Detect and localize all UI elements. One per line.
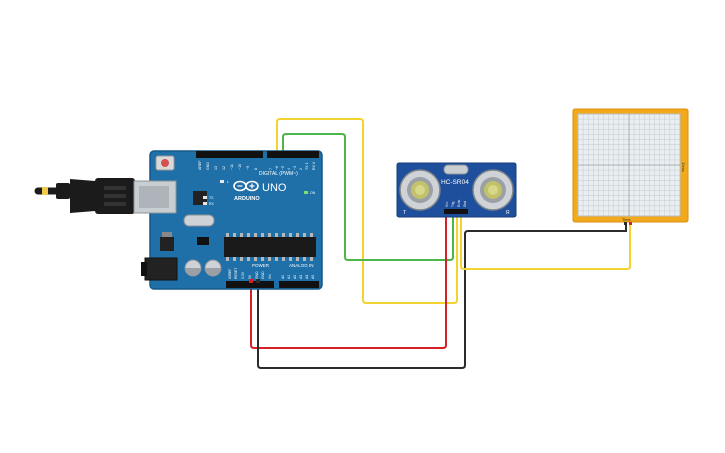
pin-label: 8 [254,168,258,170]
pin-label: ~10 [238,164,242,170]
pin-label: A3 [299,275,303,279]
crystal-oscillator [183,214,215,227]
wire-red-5v[interactable] [250,214,447,349]
led-label: ON [310,191,316,195]
oscilloscope-bottom-label: Time [622,217,632,222]
pin-label: 13 [214,166,218,170]
pin-label: 2 [299,168,303,170]
pin-label: 4 [287,168,291,170]
arduino-uno-board[interactable]: AREF GND 13 12 ~11 ~10 ~9 8 7 ~6 ~5 4 ~3… [133,150,323,290]
pin-label: ~3 [293,166,297,170]
pin-label: IOREF [228,269,232,279]
oscilloscope[interactable]: 10ms Time [572,108,689,225]
arduino-logo [233,180,259,192]
pin-label: 3.3V [241,271,245,279]
oscilloscope-terminal-positive[interactable] [629,222,632,225]
led-rx [203,202,207,205]
pin-label: A0 [281,275,285,279]
led-l [220,180,224,183]
analog-label: ANALOG IN [289,263,314,268]
digital-header-label: DIGITAL (PWM~) [259,171,298,177]
pin-label: A5 [311,275,315,279]
brand-name: ARDUINO [234,196,260,202]
pin-label: Vin [268,274,272,279]
transmitter-label: T [403,210,406,216]
usb-cable [34,178,135,214]
pin-label: TX 1 [305,162,309,170]
sensor-pin-label: Vcc [445,201,449,207]
pin-label: ~11 [230,164,234,170]
pin-label: RESET [234,268,238,279]
led-label: RX [209,202,215,206]
pin-label: 7 [269,168,273,170]
led-label: L [227,180,229,184]
pin-label: GND [255,271,259,279]
led-on [304,191,308,194]
digital-header-left[interactable] [196,151,263,158]
power-jack [144,257,178,281]
wire-yellow-trig[interactable] [276,118,458,304]
wire-green-echo[interactable] [282,133,454,261]
receiver-transducer [472,169,514,211]
oscilloscope-side-label: 10ms [681,162,686,172]
wire-endpoints [249,279,260,283]
digital-header-right[interactable] [267,151,319,158]
ultrasonic-sensor[interactable]: HC-SR04 T R Vcc Trig Echo Gnd [396,162,517,218]
analog-header[interactable] [279,281,319,288]
pin-label: A4 [305,275,309,279]
led-tx [203,196,207,199]
pin-label: ~5 [281,166,285,170]
power-header[interactable] [226,281,274,288]
pin-label: ~6 [275,166,279,170]
sensor-model: HC-SR04 [441,179,469,186]
power-label: POWER [252,263,270,268]
wire-yellow-scope[interactable] [460,214,631,270]
usb-plug-tip [42,187,48,195]
board-model: UNO [262,182,287,194]
sensor-pin-label: Echo [457,200,461,207]
sensor-pin-label: Gnd [463,201,467,207]
pin-label: A1 [287,275,291,279]
receiver-label: R [506,210,510,216]
atmega-chip [224,237,316,257]
wires [250,118,631,369]
sensor-pin-header[interactable] [444,209,468,214]
led-label: TX [209,196,214,200]
pin-label: 5V [248,274,252,279]
pin-label: A2 [293,275,297,279]
oscilloscope-terminal-negative[interactable] [624,222,627,225]
pin-label: 12 [222,166,226,170]
transmitter-transducer [399,169,441,211]
pin-label: GND [206,162,210,170]
pin-label: ~9 [246,166,250,170]
sensor-crystal [443,164,469,175]
pin-label: AREF [198,160,202,170]
sensor-pin-label: Trig [451,201,455,207]
wire-black-gnd[interactable] [257,224,627,369]
pin-label: RX 0 [312,162,316,170]
pin-label: GND [261,271,265,279]
